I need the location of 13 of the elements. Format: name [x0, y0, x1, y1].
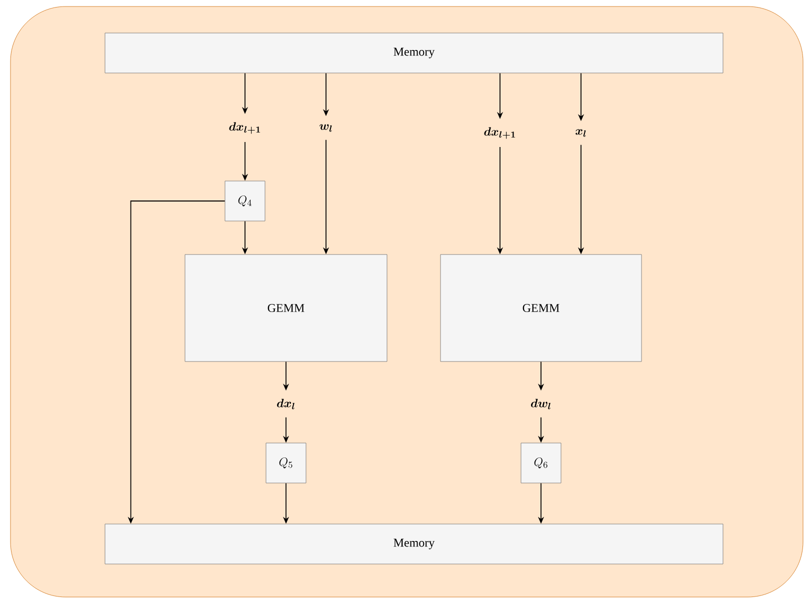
- variable-label: $dx_{l+1}$: [484, 127, 516, 139]
- variable-label: $dw_l$: [531, 398, 550, 410]
- variable-label: $dx_l$: [277, 398, 294, 410]
- variable-label: $w_l$: [320, 124, 332, 132]
- variable-label: $x_l$: [576, 129, 586, 137]
- process-box: GEMM: [440, 254, 642, 362]
- quantizer-box: $Q_6$: [520, 442, 562, 484]
- process-box: Memory: [104, 32, 724, 74]
- quantizer-box: $Q_5$: [266, 442, 306, 484]
- quantizer-box: $Q_4$: [224, 180, 266, 222]
- process-box: GEMM: [184, 254, 388, 362]
- process-box: Memory: [104, 524, 724, 564]
- variable-label: $dx_{l+1}$: [229, 122, 260, 134]
